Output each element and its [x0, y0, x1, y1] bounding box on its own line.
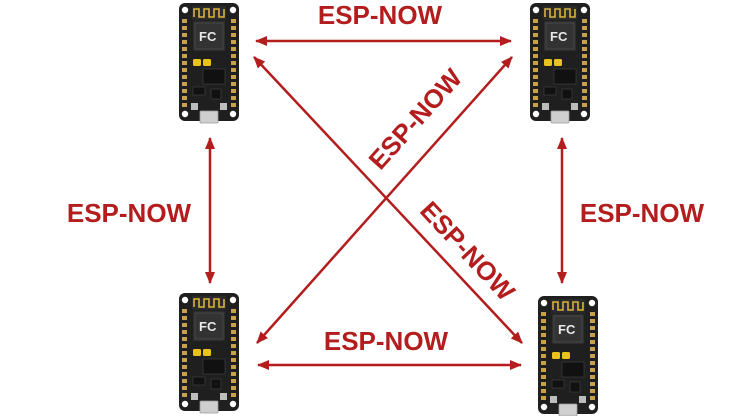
link-label-diagonal-down: ESP-NOW: [414, 195, 521, 307]
link-label-left: ESP-NOW: [67, 198, 192, 228]
arrow-diagonal-down: [253, 56, 523, 344]
board-top-left: [178, 2, 240, 124]
link-label-diagonal-up: ESP-NOW: [363, 62, 469, 175]
board-top-right: [529, 2, 591, 124]
board-bottom-right: [537, 295, 599, 416]
link-label-top: ESP-NOW: [318, 0, 443, 30]
link-label-bottom: ESP-NOW: [324, 326, 449, 356]
board-bottom-left: [178, 292, 240, 414]
link-label-right: ESP-NOW: [580, 198, 705, 228]
